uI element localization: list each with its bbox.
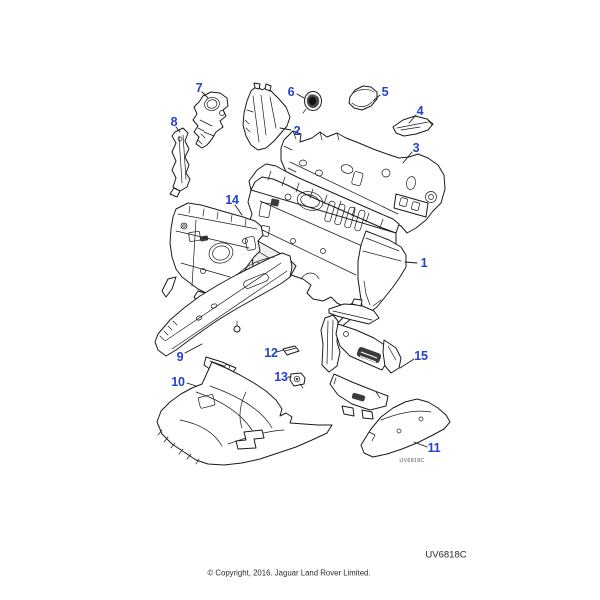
part-13-clip [289, 372, 306, 389]
part-3-bulkhead-panel [280, 130, 446, 234]
callout-part-11[interactable]: 11 [427, 440, 441, 455]
part-2-insulation-pad [242, 82, 291, 151]
part-6-grommet [302, 91, 322, 114]
part-7-bracket [192, 91, 229, 149]
callout-part-15[interactable]: 15 [414, 348, 428, 363]
part-4-pad [392, 115, 434, 137]
diagram-code-label: UV6818C [425, 549, 467, 561]
part-11-insulation-sheet [360, 398, 451, 458]
callout-part-6[interactable]: 6 [287, 84, 295, 99]
part-15-console-insulation [320, 298, 402, 420]
part-10-floor-insulation [156, 361, 333, 466]
copyright-notice: © Copyright, 2016. Jaguar Land Rover Lim… [207, 568, 371, 578]
callout-part-2[interactable]: 2 [293, 123, 301, 138]
callout-part-7[interactable]: 7 [195, 80, 203, 95]
callout-part-5[interactable]: 5 [381, 84, 389, 99]
callout-part-13[interactable]: 13 [274, 369, 288, 384]
callout-part-9[interactable]: 9 [176, 349, 184, 364]
callout-part-3[interactable]: 3 [412, 140, 420, 155]
part-8-bracket [169, 127, 191, 198]
part-12-clip [282, 345, 300, 356]
part-1-dash-insulation [247, 163, 407, 336]
callout-part-4[interactable]: 4 [416, 103, 424, 118]
callout-part-10[interactable]: 10 [171, 374, 185, 389]
callout-part-12[interactable]: 12 [264, 345, 278, 360]
leader-lines [175, 91, 428, 448]
diagram-code-inline: UV6818C [399, 458, 425, 464]
callout-part-14[interactable]: 14 [225, 192, 239, 207]
callout-part-1[interactable]: 1 [420, 255, 428, 270]
callout-part-8[interactable]: 8 [170, 114, 178, 129]
part-5-pad [348, 85, 378, 111]
